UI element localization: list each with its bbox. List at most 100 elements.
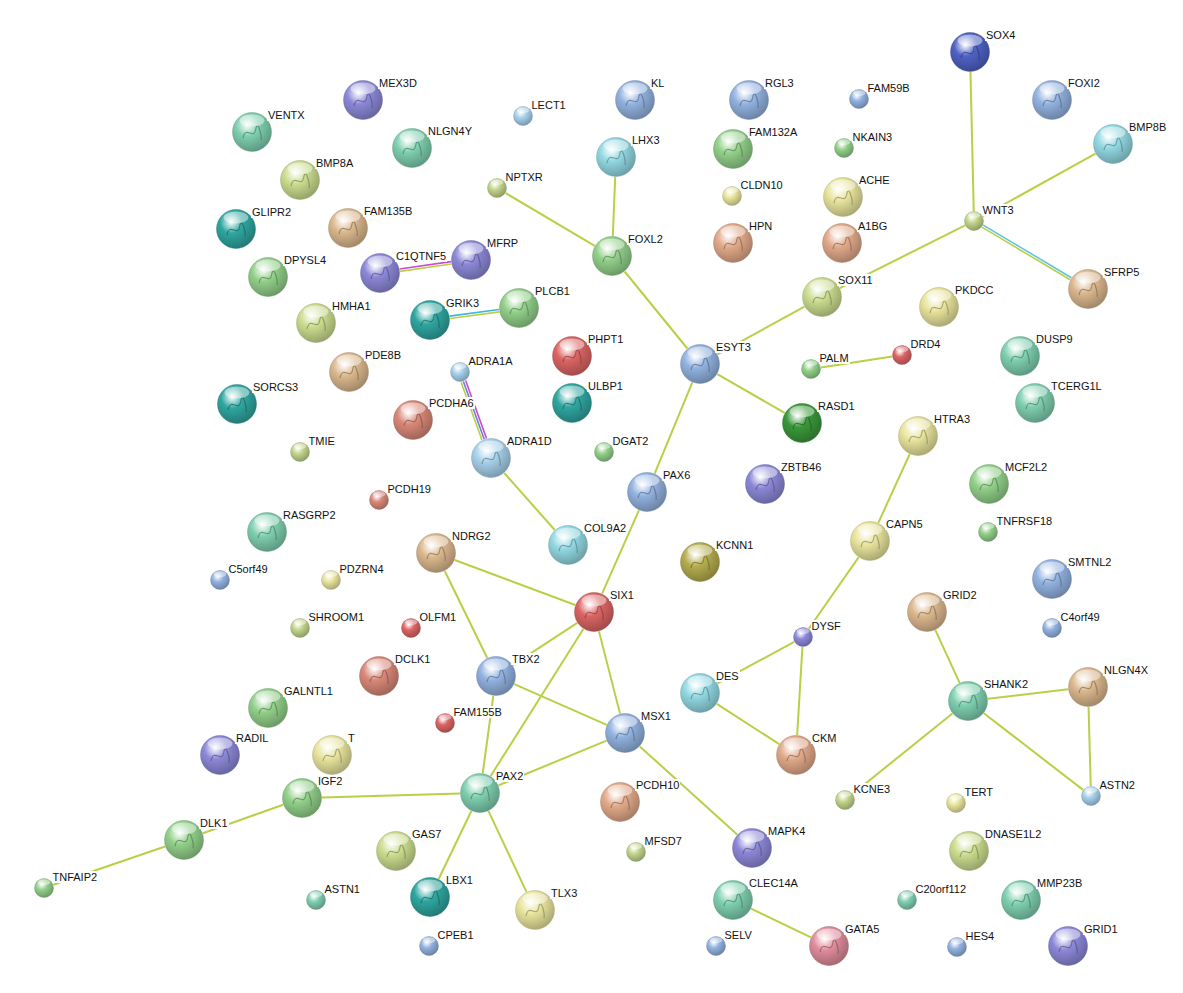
- interaction-edge: [461, 381, 486, 440]
- structure-sketch: [743, 842, 761, 856]
- edge-stroke: [322, 794, 460, 798]
- gene-label: DGAT2: [612, 435, 650, 447]
- structure-sketch: [691, 556, 709, 570]
- sphere-body: [714, 130, 753, 169]
- protein-node: FAM155B: [435, 713, 455, 733]
- structure-sketch: [323, 749, 341, 763]
- protein-node: NLGN4Y: [392, 128, 432, 168]
- protein-node: ASTN2: [1081, 786, 1101, 806]
- gene-label: PKDCC: [954, 284, 995, 296]
- sphere-body: [249, 689, 288, 728]
- sphere-gloss: [726, 187, 738, 193]
- interaction-edge: [935, 630, 959, 683]
- node-sphere: [1048, 926, 1088, 966]
- interaction-edge: [797, 647, 802, 735]
- gene-label: ZBTB46: [780, 461, 822, 473]
- protein-node: DPYSL4: [248, 257, 288, 297]
- sphere-body: [165, 821, 204, 860]
- sphere-body: [516, 891, 555, 930]
- protein-node: ZBTB46: [745, 464, 785, 504]
- structure-sketch: [1043, 573, 1061, 587]
- sphere-body: [1033, 560, 1072, 599]
- edge-stroke: [625, 272, 688, 349]
- edge-stroke: [970, 72, 973, 211]
- sphere-body: [549, 526, 588, 565]
- sphere-gloss: [367, 658, 392, 670]
- protein-node: MFSD7: [626, 842, 646, 862]
- sphere-gloss: [491, 179, 503, 185]
- sphere-gloss: [288, 162, 313, 174]
- sphere-gloss: [424, 535, 449, 547]
- interaction-edge: [878, 454, 909, 523]
- node-sphere: [574, 592, 614, 632]
- node-sphere: [600, 782, 640, 822]
- sphere-body: [452, 241, 491, 280]
- protein-node: FOXI2: [1032, 80, 1072, 120]
- node-sphere: [329, 352, 369, 392]
- gene-label: PCDH10: [635, 779, 680, 791]
- structure-sketch: [724, 894, 742, 908]
- protein-node: GRID1: [1048, 926, 1088, 966]
- edge-stroke: [439, 811, 472, 879]
- node-sphere: [596, 137, 636, 177]
- gene-label: PDZRN4: [339, 563, 385, 575]
- sphere-gloss: [600, 238, 625, 250]
- sphere-body: [908, 593, 947, 632]
- protein-node: DYSF: [793, 627, 813, 647]
- node-sphere: [247, 512, 287, 552]
- gene-label: TNFAIP2: [52, 871, 99, 883]
- sphere-gloss: [294, 443, 306, 449]
- structure-sketch: [175, 834, 193, 848]
- gene-label: ACHE: [858, 174, 891, 186]
- sphere-body: [783, 404, 822, 443]
- edge-stroke: [1089, 707, 1091, 786]
- gene-label: RASD1: [817, 400, 856, 412]
- structure-sketch: [959, 695, 977, 709]
- structure-sketch: [403, 142, 421, 156]
- sphere-gloss: [1085, 787, 1097, 793]
- node-sphere: [248, 257, 288, 297]
- edge-stroke: [984, 713, 1083, 790]
- node-sphere: [471, 438, 511, 478]
- structure-sketch: [1026, 397, 1044, 411]
- sphere-gloss: [721, 882, 746, 894]
- structure-sketch: [626, 94, 644, 108]
- sphere-gloss: [256, 259, 281, 271]
- interaction-edge: [1089, 707, 1091, 786]
- sphere-gloss: [582, 594, 607, 606]
- node-sphere: [680, 673, 720, 713]
- structure-sketch: [563, 350, 581, 364]
- structure-sketch: [510, 302, 528, 316]
- node-sphere: [416, 533, 456, 573]
- interaction-edge: [809, 557, 859, 628]
- sphere-gloss: [1009, 882, 1034, 894]
- sphere-gloss: [956, 683, 981, 695]
- protein-node: FAM132A: [713, 129, 753, 169]
- structure-sketch: [291, 174, 309, 188]
- structure-sketch: [354, 94, 372, 108]
- sphere-body: [249, 258, 288, 297]
- node-sphere: [822, 223, 862, 263]
- node-sphere: [950, 32, 990, 72]
- sphere-gloss: [817, 928, 842, 940]
- edge-stroke: [461, 382, 482, 440]
- protein-node: GATA5: [809, 926, 849, 966]
- structure-sketch: [691, 687, 709, 701]
- sphere-gloss: [1076, 271, 1101, 283]
- gene-label: GALNTL1: [283, 685, 334, 697]
- protein-node: RADIL: [200, 735, 240, 775]
- node-sphere: [248, 688, 288, 728]
- structure-sketch: [293, 792, 311, 806]
- gene-label: CLDN10: [740, 179, 784, 191]
- protein-node: HMHA1: [296, 303, 336, 343]
- sphere-body: [1094, 125, 1133, 164]
- protein-node: C1QTNF5: [360, 253, 400, 293]
- gene-label: BMP8B: [1128, 121, 1167, 133]
- sphere-body: [970, 465, 1009, 504]
- structure-sketch: [918, 606, 936, 620]
- sphere-body: [575, 593, 614, 632]
- structure-sketch: [813, 291, 831, 305]
- sphere-body: [344, 81, 383, 120]
- sphere-gloss: [351, 82, 376, 94]
- protein-node: TMIE: [290, 442, 310, 462]
